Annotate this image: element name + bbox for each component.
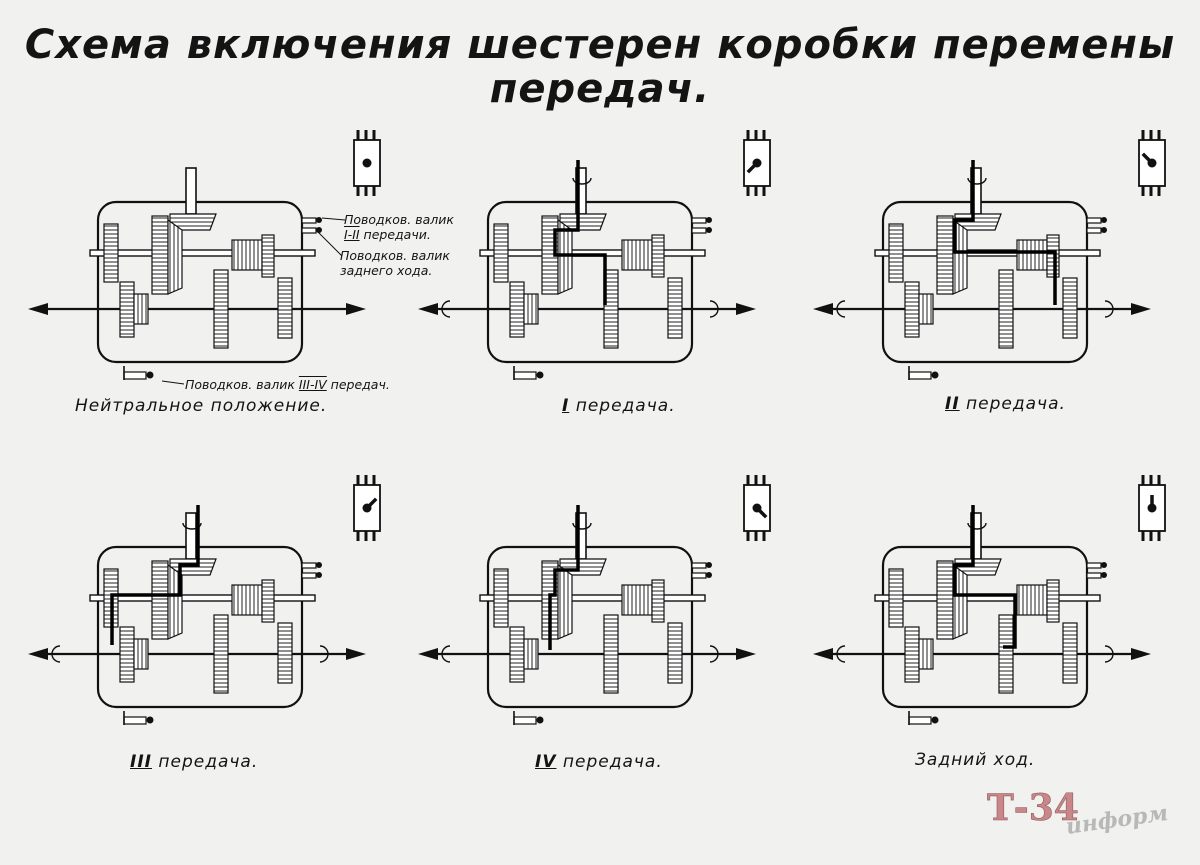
diagram-title-line-2: передач. xyxy=(489,66,711,112)
caption-gear-2: II передача. xyxy=(945,394,1066,414)
gearbox-panel-reverse xyxy=(805,465,1185,865)
svg-text:информ: информ xyxy=(1064,800,1169,840)
gearbox-panel-gear-4 xyxy=(410,465,790,865)
svg-text:Т-34: Т-34 xyxy=(987,787,1079,829)
gearbox-panel-gear-2 xyxy=(805,120,1185,520)
callout-reverse-shaft: Поводков. валик заднего хода. xyxy=(340,248,450,278)
callout-shaft-1-2: Поводков. валик I-II передачи. xyxy=(344,212,454,242)
caption-gear-3: III передача. xyxy=(130,752,259,772)
diagram-title-line-1: Схема включения шестерен коробки перемен… xyxy=(24,22,1176,68)
caption-neutral: Нейтральное положение. xyxy=(75,396,328,416)
caption-reverse: Задний ход. xyxy=(915,750,1036,770)
gearbox-panel-neutral xyxy=(20,120,400,520)
gearbox-panel-gear-1 xyxy=(410,120,790,520)
gearbox-panel-gear-3 xyxy=(20,465,400,865)
callout-shaft-3-4: Поводков. валик III-IV передач. xyxy=(185,377,390,392)
caption-gear-4: IV передача. xyxy=(535,752,663,772)
t34-inform-logo: Т-34 информ xyxy=(985,782,1185,842)
caption-gear-1: I передача. xyxy=(562,396,676,416)
